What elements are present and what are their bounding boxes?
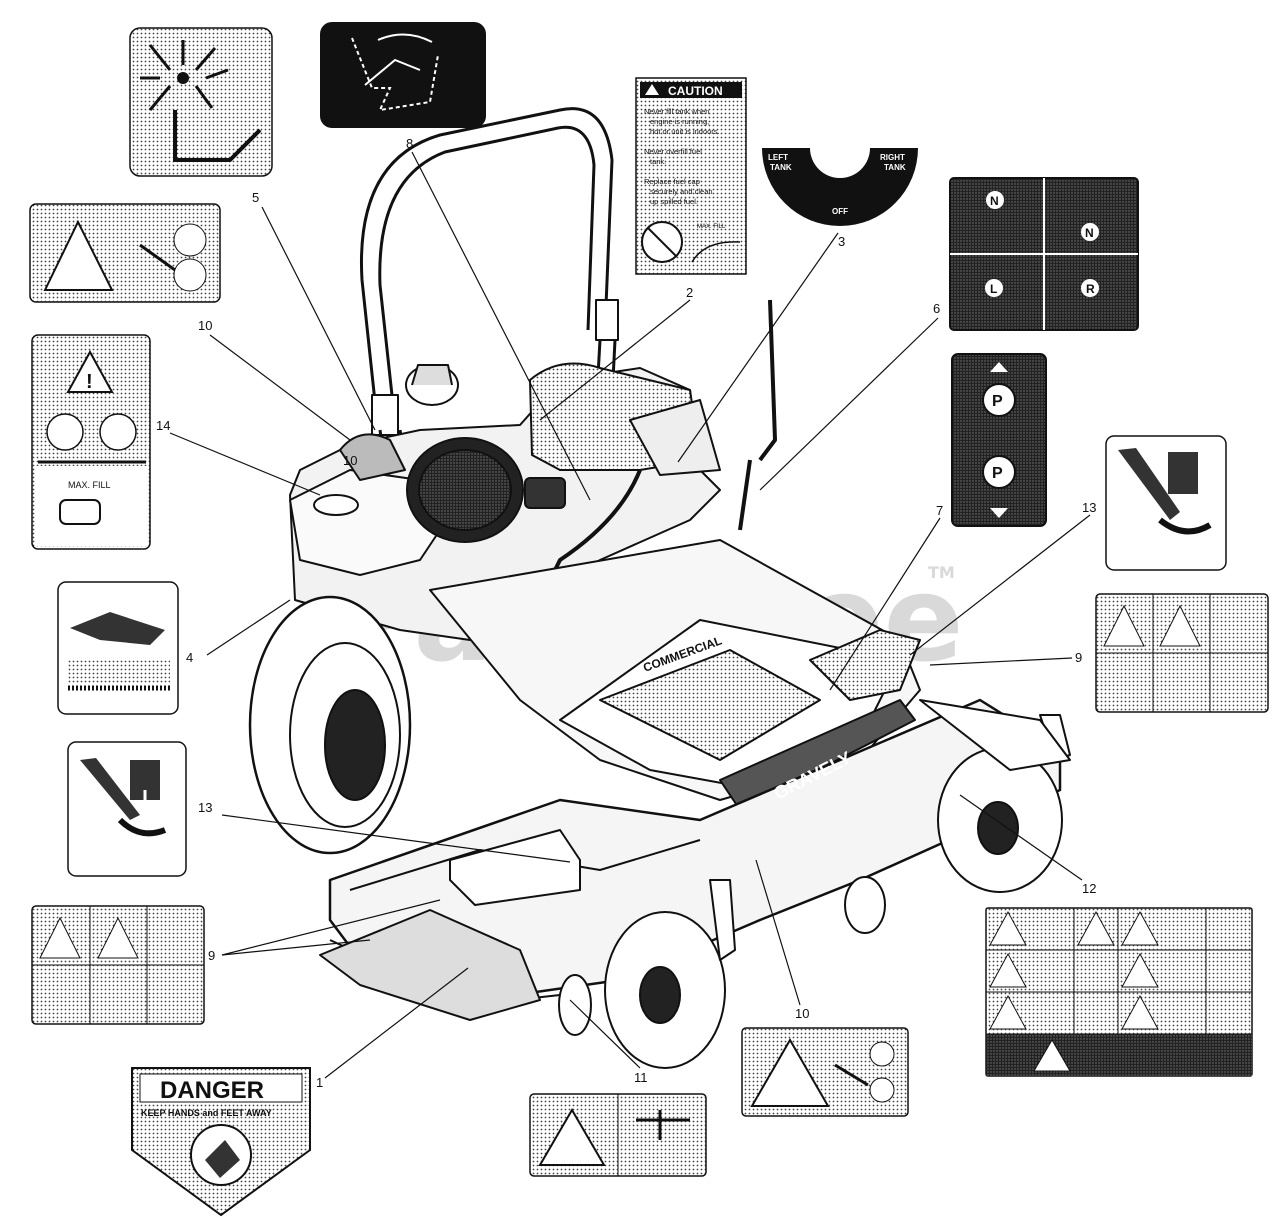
callout-numbers: 1 2 3 4 5 6 7 8 9 9 10 10 10 11 12 13 13… xyxy=(156,136,1096,1090)
decal-danger: DANGER KEEP HANDS and FEET AWAY xyxy=(131,1067,311,1217)
decal-warning-panel-right xyxy=(1095,593,1269,713)
callout-11: 11 xyxy=(634,1070,648,1085)
callout-13a: 13 xyxy=(1082,500,1096,515)
decal-crush-hand-left xyxy=(67,741,187,877)
fuel-selector-left: LEFT xyxy=(768,153,788,162)
decal-blade-warning-deck xyxy=(741,1027,909,1117)
caution-line-8: up spilled fuel. xyxy=(650,197,698,206)
caution-line-5: tank. xyxy=(650,157,666,166)
leader-lines xyxy=(169,151,1091,1079)
decal-rops-fold xyxy=(320,22,486,128)
decal-neutral-grid: N N L R xyxy=(949,177,1139,331)
caution-heading: CAUTION xyxy=(668,84,723,98)
fuel-selector-left-tank: TANK xyxy=(770,163,792,172)
callout-14: 14 xyxy=(156,418,170,433)
fuel-selector-right: RIGHT xyxy=(880,153,905,162)
danger-subtext: KEEP HANDS and FEET AWAY xyxy=(141,1108,272,1118)
callout-1: 1 xyxy=(316,1075,323,1090)
decal-fuel-selector: LEFT TANK RIGHT TANK OFF xyxy=(762,118,918,226)
decal-warning-panel-left xyxy=(31,905,205,1025)
caution-line-1: Never fill tank when xyxy=(644,107,709,116)
mower-illustration xyxy=(248,107,1071,1069)
neutral-n2: N xyxy=(1085,226,1094,240)
decal-hand-heat xyxy=(57,581,179,715)
callout-3: 3 xyxy=(838,234,845,249)
callout-9b: 9 xyxy=(208,948,215,963)
callout-7: 7 xyxy=(936,503,943,518)
parking-p1: P xyxy=(992,393,1003,410)
callout-2: 2 xyxy=(686,285,693,300)
fuel-selector-off: OFF xyxy=(832,207,848,216)
callout-4: 4 xyxy=(186,650,193,665)
decal-warning-panel-large xyxy=(985,907,1253,1077)
decal-parking-brake: P P xyxy=(951,353,1047,527)
callout-8: 8 xyxy=(406,136,413,151)
caution-line-7: securely and clean xyxy=(650,187,713,196)
callout-12: 12 xyxy=(1082,881,1096,896)
decal-thrown-objects xyxy=(129,27,273,177)
caution-line-4: Never overfill fuel xyxy=(644,147,702,156)
decal-blade-warning-left xyxy=(29,203,221,303)
caution-line-6: Replace fuel cap xyxy=(644,177,700,186)
caution-line-2: engine is running, xyxy=(650,117,709,126)
callout-6: 6 xyxy=(933,301,940,316)
callout-10b: 10 xyxy=(795,1006,809,1021)
neutral-l: L xyxy=(990,282,997,296)
parking-p2: P xyxy=(992,465,1003,482)
callout-10a: 10 xyxy=(198,318,212,333)
callout-13b: 13 xyxy=(198,800,212,815)
decal-blade-warning-bottom xyxy=(529,1093,707,1177)
oil-fill-alert: ! xyxy=(86,371,93,393)
callout-5: 5 xyxy=(252,190,259,205)
trademark-mark: TM xyxy=(928,563,955,582)
caution-line-3: hot or unit is indoors. xyxy=(650,127,720,136)
oil-fill-label: MAX. FILL xyxy=(68,480,111,490)
callout-9a: 9 xyxy=(1075,650,1082,665)
danger-heading: DANGER xyxy=(160,1077,264,1104)
fuel-selector-right-tank: TANK xyxy=(884,163,906,172)
neutral-r: R xyxy=(1086,282,1095,296)
caution-max-fill: MAX. FILL xyxy=(697,224,726,230)
decal-crush-hand-right xyxy=(1105,435,1227,571)
neutral-n1: N xyxy=(990,194,999,208)
decal-oil-fill: ! MAX. FILL xyxy=(31,334,151,550)
decal-caution-fuel: CAUTION Never fill tank when engine is r… xyxy=(635,77,747,275)
callout-10c: 10 xyxy=(343,453,357,468)
